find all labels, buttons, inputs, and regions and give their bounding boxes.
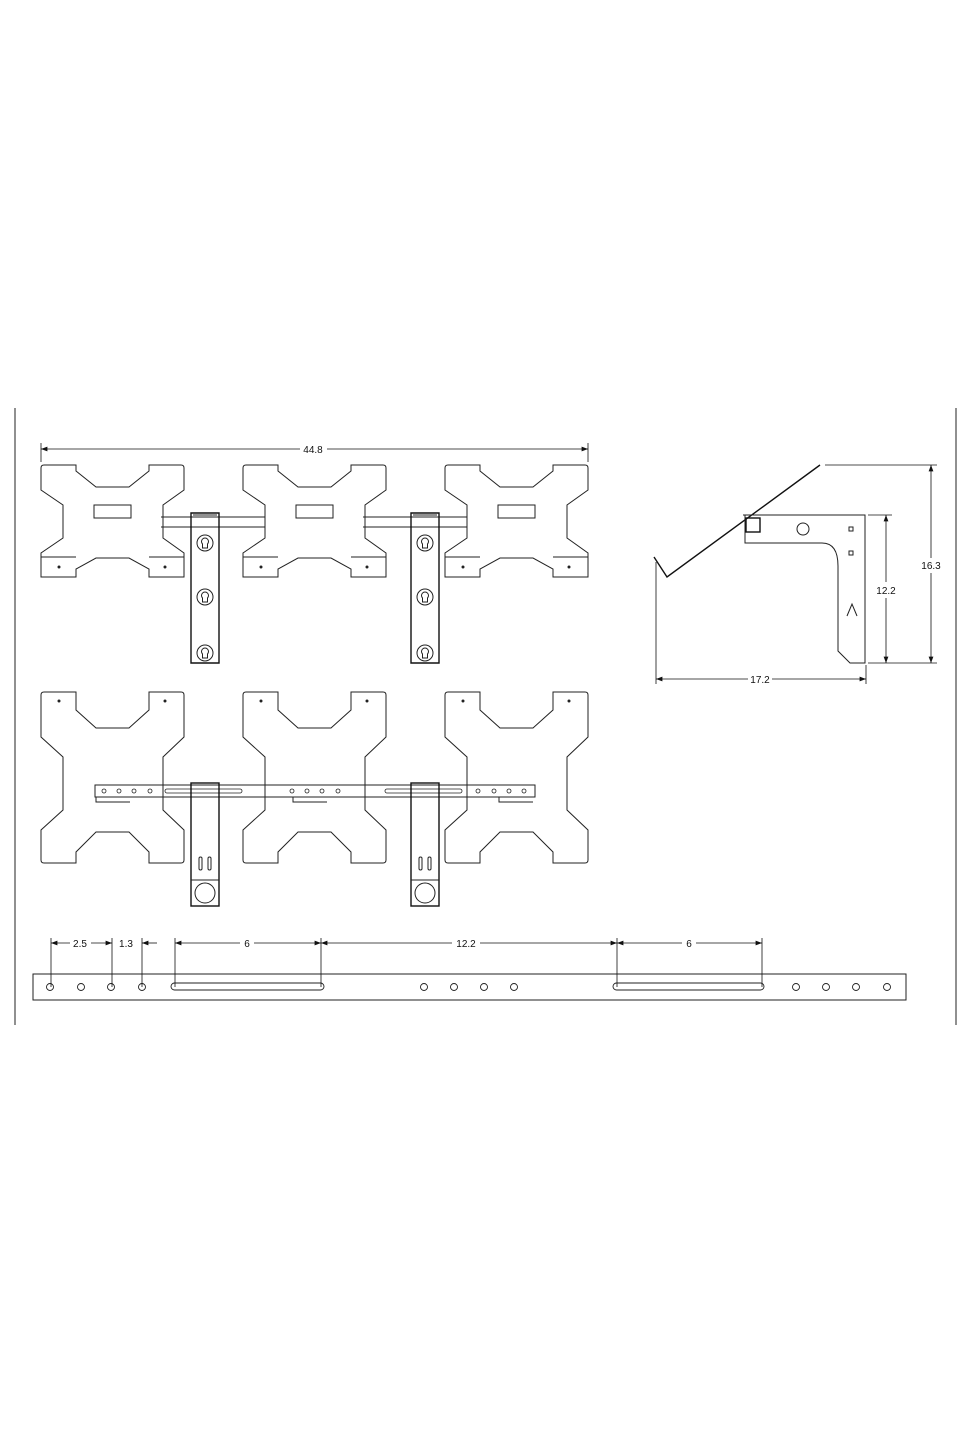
rail-view: 2.5 1.3 6 12.2 6 xyxy=(32,938,907,1001)
plate-top-1 xyxy=(40,464,185,578)
dim-side-depth: 17.2 xyxy=(750,675,770,686)
strap-top-2 xyxy=(411,513,439,663)
dim-overall-width: 44.8 xyxy=(303,445,323,456)
top-view: 44.8 xyxy=(40,443,589,663)
plate-top-2 xyxy=(242,464,387,578)
dim-hole-offset: 1.3 xyxy=(119,939,133,950)
dim-slot-right: 6 xyxy=(686,939,692,950)
side-view: 17.2 12.2 16.3 xyxy=(653,464,941,686)
dim-slot-left: 6 xyxy=(244,939,250,950)
dim-total-height: 16.3 xyxy=(921,561,941,572)
front-view xyxy=(40,691,589,907)
dim-hole-spacing: 2.5 xyxy=(73,939,87,950)
strap-top-1 xyxy=(191,513,219,663)
plate-top-3 xyxy=(444,464,589,578)
dim-slot-spacing: 12.2 xyxy=(456,939,476,950)
dim-bracket-height: 12.2 xyxy=(876,586,896,597)
